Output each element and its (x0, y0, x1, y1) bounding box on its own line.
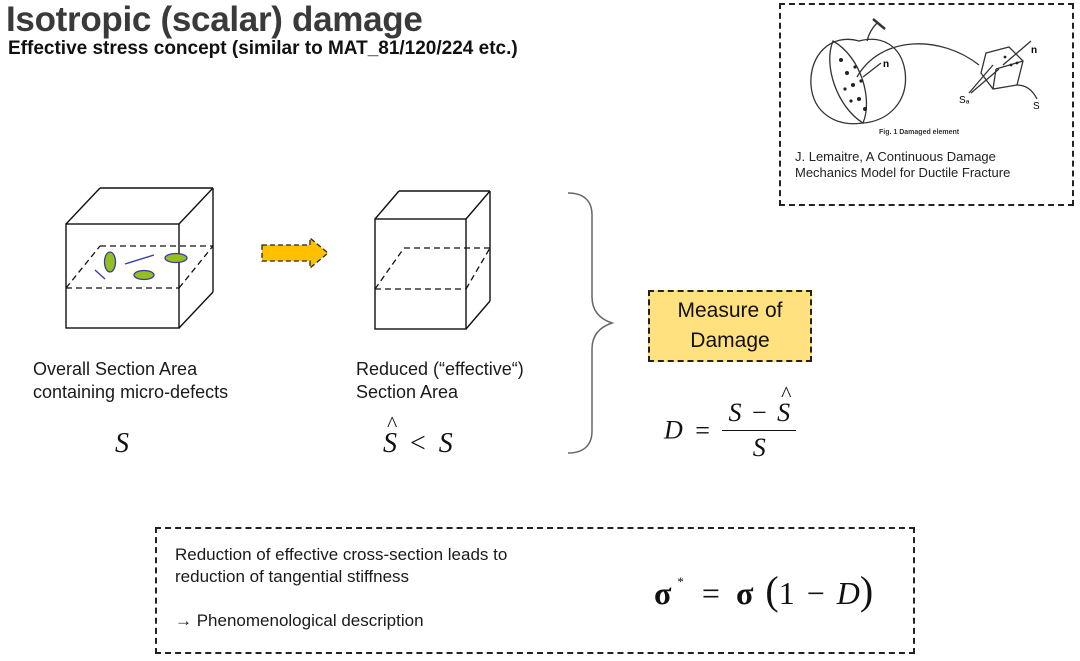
s-hat: S (383, 411, 397, 460)
sphere-cut (829, 40, 868, 124)
reduced-label-line-1: Reduced (“effective“) (356, 359, 524, 379)
num-minus: − (751, 398, 767, 427)
num-s: S (728, 398, 742, 427)
reference-box: n n Sₐ S Fig. 1 Damaged element J. Lemai… (779, 3, 1074, 206)
transition-arrow-icon (261, 236, 330, 270)
connector-curve (856, 43, 980, 78)
defect-void (103, 251, 117, 273)
caption-line-2: Mechanics Model for Ductile Fracture (795, 165, 1011, 180)
formula-numerator: S − S (722, 381, 797, 431)
section-plane (65, 245, 214, 289)
summary-box: Reduction of effective cross-section lea… (155, 527, 915, 654)
d-var: D (836, 575, 860, 611)
sigma-star: σ (654, 575, 672, 611)
curly-brace (567, 192, 615, 454)
measure-line-1: Measure of (677, 299, 783, 322)
defect-void (133, 269, 155, 281)
normal-arrow-2 (1002, 40, 1032, 66)
formula-fraction: S − S S (722, 381, 797, 463)
micro-defects (94, 251, 188, 281)
reduced-section-cube (374, 190, 491, 330)
minus: − (806, 575, 825, 611)
summary-line-1: Reduction of effective cross-section lea… (175, 545, 508, 564)
overall-section-cube-full (65, 187, 214, 329)
s-rhs: S (438, 428, 453, 459)
fig-symbol-n1: n (883, 59, 889, 70)
star-superscript: * (677, 574, 684, 589)
normal-arrow-1 (862, 62, 882, 78)
defect-crack (124, 254, 155, 265)
stem (866, 22, 878, 42)
fig-symbol-sd: Sₐ (959, 95, 970, 106)
defect-void (164, 252, 188, 264)
effective-stress-formula: σ * = σ (1 − D) (654, 567, 873, 614)
summary-line-3: → Phenomenological description (175, 611, 424, 630)
effective-section-plane (374, 247, 491, 290)
rparen: ) (859, 568, 874, 613)
formula-d: D (664, 415, 683, 445)
sphere-outline (810, 38, 907, 125)
one: 1 (778, 575, 795, 611)
stress-eq: = (701, 575, 720, 611)
page-title: Isotropic (scalar) damage (6, 0, 423, 39)
measure-line-2: Damage (690, 329, 770, 352)
reduced-area-relation: S < S (383, 411, 453, 460)
caption-line-1: J. Lemaitre, A Continuous Damage (795, 149, 996, 164)
fig-symbol-s: S (1033, 101, 1040, 112)
reference-caption: J. Lemaitre, A Continuous Damage Mechani… (795, 149, 1010, 181)
overall-label-line-1: Overall Section Area (33, 359, 198, 379)
figure-label: Fig. 1 Damaged element (879, 129, 960, 136)
formula-denominator: S (752, 433, 766, 462)
page-subtitle: Effective stress concept (similar to MAT… (8, 38, 518, 59)
num-s-hat: S (777, 381, 791, 428)
lparen: ( (765, 568, 779, 613)
reduced-label-line-2: Section Area (356, 382, 459, 402)
reduced-section-label: Reduced (“effective“) Section Area (356, 358, 524, 404)
overall-section-label: Overall Section Area containing micro-de… (33, 358, 228, 404)
overall-label-line-2: containing micro-defects (33, 382, 229, 402)
damage-formula: D = S − S S (664, 381, 797, 463)
defect-crack (94, 269, 106, 280)
fig-symbol-n2: n (1031, 45, 1037, 56)
measure-of-damage-box: Measure of Damage (648, 290, 812, 362)
sigma: σ (735, 575, 754, 611)
damaged-element-illustration: n n Sₐ S (810, 18, 1040, 125)
less-than: < (410, 428, 426, 459)
symbol-s: S (115, 428, 129, 459)
summary-line-2: reduction of tangential stiffness (175, 567, 410, 586)
formula-eq: = (695, 415, 710, 445)
